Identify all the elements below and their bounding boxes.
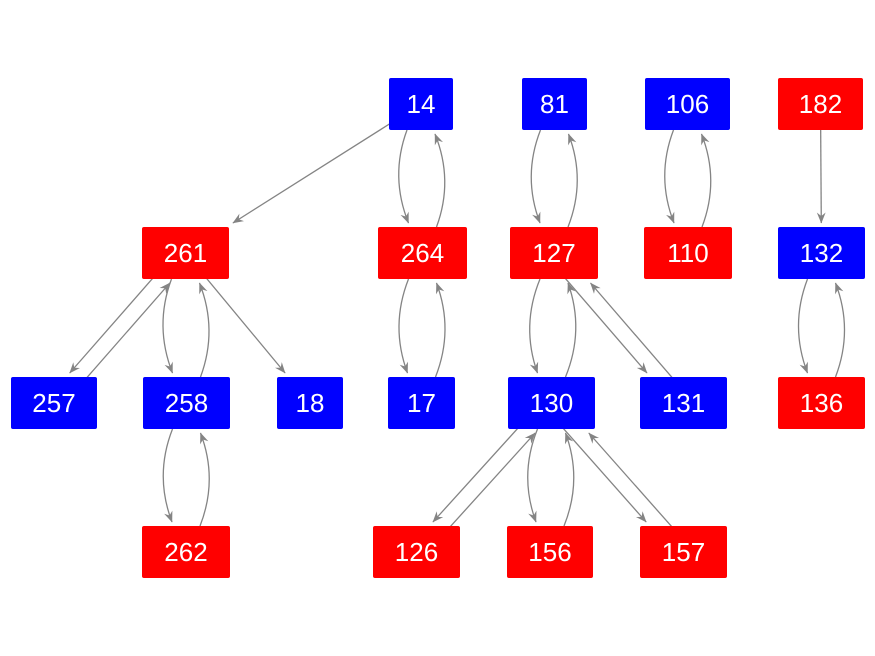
edge-81-127 — [530, 129, 542, 224]
edge-106-110 — [664, 129, 675, 224]
graph-node-262[interactable]: 262 — [142, 526, 230, 578]
node-label: 264 — [400, 238, 445, 268]
graph-node-136[interactable]: 136 — [778, 377, 865, 429]
edge-262-258 — [199, 432, 210, 527]
node-label: 257 — [32, 388, 76, 418]
edge-130-156 — [527, 428, 539, 523]
edge-132-136 — [797, 278, 809, 374]
graph-node-131[interactable]: 131 — [640, 377, 727, 429]
graph-node-110[interactable]: 110 — [644, 227, 732, 279]
node-label: 126 — [394, 537, 439, 567]
graph-node-127[interactable]: 127 — [510, 227, 598, 279]
graph-node-130[interactable]: 130 — [508, 377, 595, 429]
edge-17-264 — [434, 282, 446, 378]
node-label: 131 — [661, 388, 706, 418]
graph-node-156[interactable]: 156 — [507, 526, 593, 578]
edge-130-127 — [564, 282, 577, 378]
edge-110-106 — [700, 133, 712, 228]
graph-node-257[interactable]: 257 — [11, 377, 97, 429]
graph-node-106[interactable]: 106 — [645, 78, 730, 130]
graph-node-264[interactable]: 264 — [378, 227, 467, 279]
graph-node-182[interactable]: 182 — [778, 78, 863, 130]
edge-156-130 — [563, 432, 575, 527]
graph-node-81[interactable]: 81 — [522, 78, 587, 130]
edge-127-81 — [567, 133, 578, 228]
graph-node-258[interactable]: 258 — [143, 377, 230, 429]
edge-264-14 — [434, 133, 446, 228]
node-label: 182 — [798, 89, 843, 119]
node-label: 157 — [661, 537, 706, 567]
node-label: 156 — [528, 537, 572, 567]
edge-264-17 — [398, 278, 410, 374]
graph-node-261[interactable]: 261 — [142, 227, 229, 279]
graph-node-18[interactable]: 18 — [277, 377, 343, 429]
node-label: 17 — [407, 388, 436, 418]
node-label: 130 — [529, 388, 574, 418]
edge-14-264 — [398, 129, 410, 224]
node-label: 14 — [406, 89, 436, 119]
node-label: 262 — [164, 537, 208, 567]
graph-node-132[interactable]: 132 — [778, 227, 865, 279]
node-label: 258 — [164, 388, 209, 418]
node-label: 110 — [667, 238, 709, 268]
edge-258-262 — [162, 428, 174, 523]
node-label: 106 — [665, 89, 710, 119]
edge-261-258 — [162, 278, 174, 374]
graph-node-126[interactable]: 126 — [373, 526, 460, 578]
node-label: 127 — [532, 238, 576, 268]
edge-136-132 — [834, 282, 846, 378]
graph-node-157[interactable]: 157 — [640, 526, 727, 578]
edge-127-130 — [529, 278, 541, 374]
node-label: 136 — [799, 388, 844, 418]
node-label: 132 — [799, 238, 844, 268]
graph-node-17[interactable]: 17 — [388, 377, 455, 429]
edge-258-261 — [198, 282, 210, 378]
node-label: 261 — [163, 238, 208, 268]
node-label: 18 — [295, 388, 325, 418]
node-label: 81 — [540, 89, 569, 119]
graph-node-14[interactable]: 14 — [389, 78, 453, 130]
